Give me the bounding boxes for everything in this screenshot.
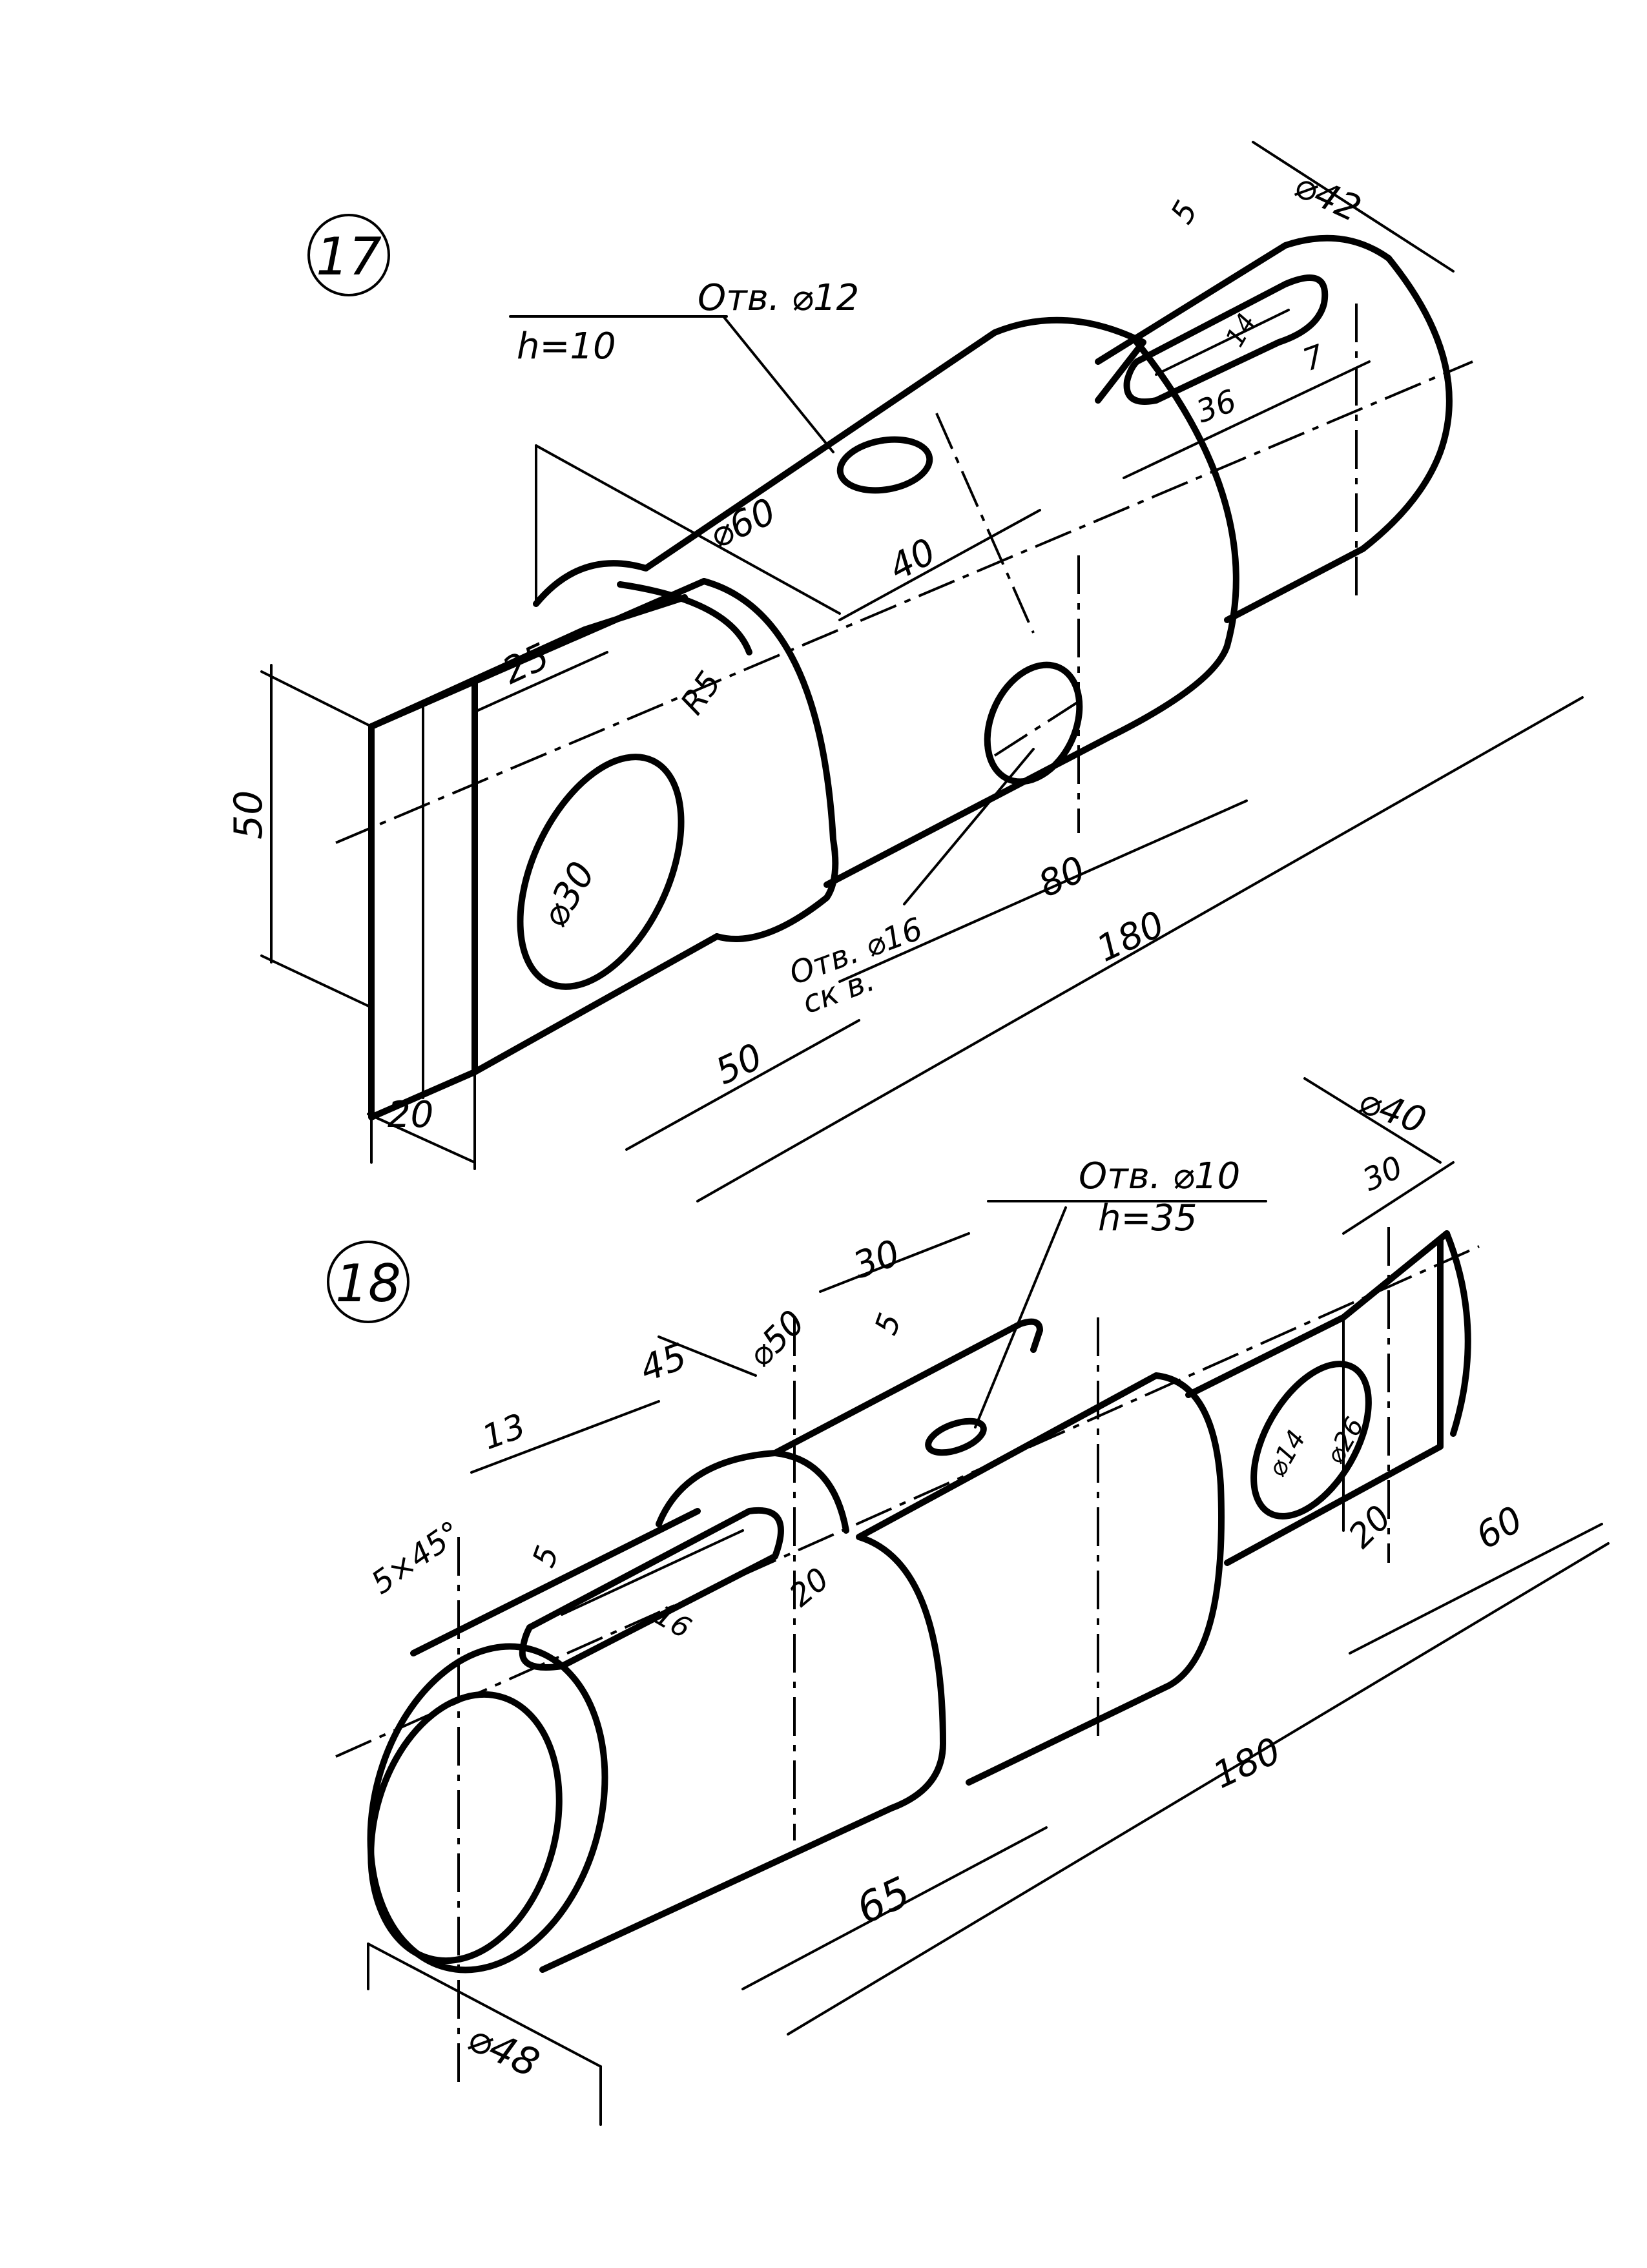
keyway-slot-17	[1123, 274, 1329, 405]
dim-r5: R5	[673, 665, 729, 721]
dim-line-80	[838, 799, 1248, 983]
shaft-d40-end	[1444, 1230, 1471, 1437]
dim-13: 13	[477, 1407, 531, 1458]
collar-outline	[656, 1318, 1225, 1811]
block-side-line	[471, 933, 720, 1075]
keyway-slot-18	[519, 1507, 784, 1671]
axis-17	[335, 360, 1473, 844]
dim-50-length: 50	[709, 1036, 769, 1093]
part-number-circle-18	[327, 1241, 409, 1323]
dim-d30: ⌀30	[533, 855, 604, 934]
dim-5-top: 5	[868, 1308, 909, 1339]
hole-d30	[517, 754, 685, 990]
hole-d10-top	[925, 1418, 987, 1456]
dim-line-36	[1123, 360, 1371, 479]
dim-line-180-18	[787, 1542, 1610, 2036]
part-number-18: 18	[335, 1253, 401, 1314]
dim-7: 7	[1298, 338, 1329, 378]
dim-d60: ⌀60	[703, 490, 782, 557]
part-number-circle-17	[307, 214, 390, 296]
dim-line-25	[477, 651, 608, 712]
collar-fillet	[772, 1450, 849, 1534]
dim-180: 180	[1090, 903, 1170, 971]
dim-30-right: 30	[1357, 1149, 1408, 1199]
dim-line-30-top	[819, 1232, 970, 1293]
ext-line-50-top	[260, 670, 373, 728]
leader-hole-d10	[974, 1206, 1067, 1428]
shaft-d40-outline	[1185, 1230, 1450, 1566]
dim-65: 65	[849, 1868, 917, 1933]
part-number-17: 17	[316, 227, 382, 287]
dim-line-d48	[367, 1943, 602, 2068]
label-hole-d10-line1: Отв. ⌀10	[1079, 1155, 1240, 1197]
dim-5-slot: 5	[526, 1541, 566, 1572]
dim-line-45	[658, 1335, 757, 1377]
dim-line-13-45	[470, 1400, 660, 1474]
ext-line-50-bot	[260, 954, 373, 1009]
dim-20-width: 20	[388, 1094, 433, 1136]
leader-hole-d12	[722, 315, 834, 453]
dim-20-end: 20	[1341, 1498, 1399, 1556]
dim-d48: ⌀48	[461, 2015, 546, 2087]
dim-line-d42	[1252, 141, 1455, 273]
dim-line-30-right	[1342, 1161, 1455, 1235]
label-hole-d12-line2: h=10	[517, 325, 616, 367]
hole-d14-end	[1250, 1361, 1372, 1520]
block-top-face	[368, 578, 707, 730]
part-18: 18	[327, 1077, 1610, 2126]
dim-line-d60	[535, 444, 841, 615]
axis-hole-d16	[993, 696, 1086, 757]
shaft-d48-end-outer	[367, 1643, 608, 1974]
dim-5: 5	[1164, 195, 1205, 230]
dim-20-mid: 20	[783, 1561, 836, 1614]
dim-d14: ⌀14	[1262, 1425, 1312, 1482]
dim-line-20	[367, 1113, 476, 1164]
dim-line-60	[1349, 1523, 1603, 1655]
dim-36: 36	[1192, 383, 1241, 431]
dim-30-top: 30	[848, 1232, 906, 1287]
dim-60: 60	[1469, 1498, 1530, 1558]
dim-line-50	[625, 1019, 860, 1151]
part-17: 17	[226, 141, 1584, 1202]
dim-16: 16	[649, 1598, 697, 1645]
dim-80: 80	[1032, 849, 1092, 906]
dim-d40: ⌀40	[1353, 1080, 1431, 1142]
dim-line-d40	[1303, 1077, 1442, 1164]
axis-18	[335, 1245, 1480, 1758]
keyway-inner-17	[1155, 309, 1290, 376]
dim-d42: ⌀42	[1288, 164, 1367, 231]
dim-45: 45	[635, 1335, 692, 1390]
fillet-r5	[617, 581, 752, 655]
axis-hole-d12	[935, 413, 1035, 634]
keyway-inner-18	[561, 1529, 744, 1616]
dim-50-height: 50	[226, 790, 271, 840]
dim-d50: ⌀50	[741, 1303, 813, 1375]
dim-line-180	[696, 696, 1584, 1202]
dim-line-40	[838, 509, 1041, 621]
dim-line-65	[741, 1826, 1048, 1990]
dim-180-18: 180	[1207, 1730, 1287, 1797]
leader-hole-d16	[903, 748, 1035, 905]
shaft-d42-outline	[1095, 234, 1392, 623]
cylinder-d60-outline	[533, 316, 1146, 942]
dim-chamfer: 5×45°	[365, 1514, 468, 1602]
shaft-d48-outline	[410, 1508, 895, 1973]
shaft-d48-end-chamfer	[368, 1691, 563, 1964]
label-hole-d10-line2: h=35	[1098, 1197, 1197, 1239]
dim-40: 40	[882, 531, 942, 590]
label-hole-d12-line1: Отв. ⌀12	[698, 277, 859, 319]
shaft-d42-end	[1360, 255, 1453, 552]
hole-d12-top	[836, 436, 933, 494]
